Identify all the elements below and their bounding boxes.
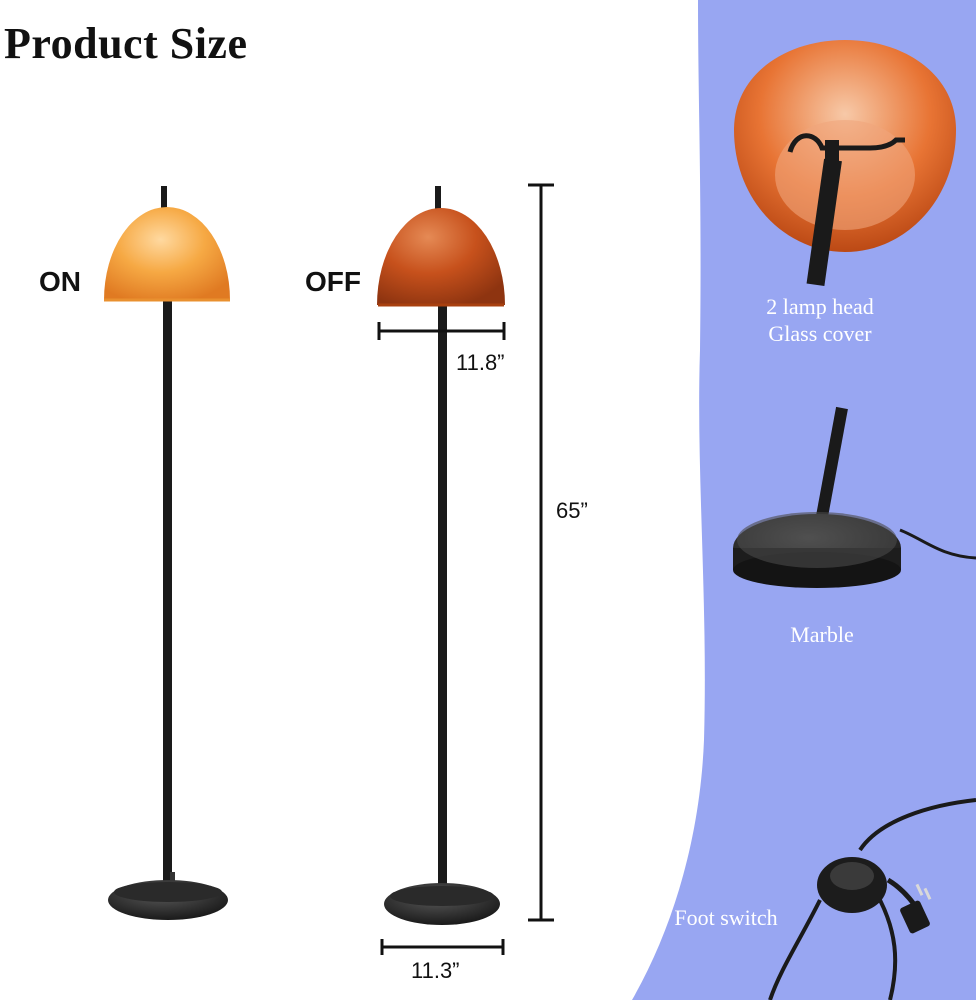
height-label: 65” [556,498,588,523]
detail-panel-background [632,0,976,1000]
lamp-on-illustration [104,186,230,920]
marble-base-closeup-photo [733,406,976,588]
lamp-off-illustration [377,186,505,925]
lamp-head-caption-line1: 2 lamp head [766,294,874,319]
base-width-label: 11.3” [411,958,460,983]
base-width-dimension-line [380,939,505,955]
lamp-head-caption: 2 lamp head Glass cover [730,293,910,347]
lamp-on-label: ON [39,266,81,297]
marble-caption: Marble [790,622,854,647]
lamp-off-label: OFF [305,266,361,297]
lamp-head-closeup-photo [734,40,956,287]
lamp-head-caption-line2: Glass cover [768,321,872,346]
shade-width-dimension-line [377,322,506,340]
height-dimension-line [528,183,554,922]
foot-switch-closeup-photo [768,798,976,1000]
foot-switch-caption: Foot switch [674,905,778,930]
page-title: Product Size [4,19,248,68]
shade-width-label: 11.8” [456,350,505,375]
